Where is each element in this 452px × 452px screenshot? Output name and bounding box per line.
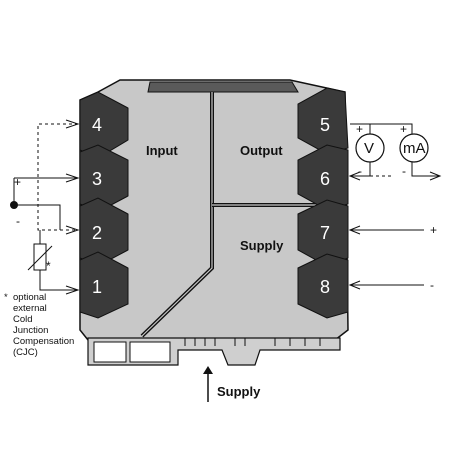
ammeter-minus-sign: - [402,164,406,178]
footnote-line-1: optional [13,292,46,303]
terminal-block-8: 8 [297,253,349,319]
top-rail [147,81,299,93]
supply-label-top: Supply [240,238,284,253]
terminal-block-2: 2 [79,197,129,267]
voltmeter-label: V [364,140,374,157]
terminal-block-4: 4 [79,91,129,159]
footnote-line-4: Junction [13,325,48,336]
supply-plus-sign: + [430,223,437,237]
terminal-block-5: 5 [297,87,349,155]
ammeter-symbol [399,133,429,163]
input-plus-sign: + [14,175,21,189]
thermocouple-junction [10,201,18,209]
cjc-resistor [27,243,53,271]
terminal-block-1: 1 [79,251,129,319]
terminal-number-2: 2 [92,223,102,243]
supply-label-bottom: Supply [217,384,261,399]
voltmeter-symbol [355,133,385,163]
terminal-block-6: 6 [297,144,349,211]
supply-minus-sign: - [430,278,434,292]
voltmeter-minus-sign: - [358,164,362,178]
supply-arrow-bottom [203,366,213,402]
terminal-block-7: 7 [297,199,349,267]
clip-slot-right [129,341,171,363]
terminal-number-8: 8 [320,277,330,297]
input-minus-sign: - [16,214,20,228]
supply-wiring [348,225,424,290]
ammeter-label: mA [403,140,426,157]
footnote-star: * [4,292,8,303]
footnote-line-5: Compensation [13,336,74,347]
terminal-block-3: 3 [79,144,129,213]
base-teeth [184,338,321,346]
terminal-number-1: 1 [92,277,102,297]
divider-input-output-inner [141,92,213,337]
footnote-line-3: Cold [13,314,33,325]
terminal-number-7: 7 [320,223,330,243]
terminal-number-4: 4 [92,115,102,135]
output-label: Output [240,143,283,158]
ammeter-plus-sign: + [400,122,407,136]
input-label: Input [146,143,178,158]
voltmeter-plus-sign: + [356,122,363,136]
output-wiring [348,123,442,181]
cjc-marker: * [46,259,51,273]
footnote-line-6: (CJC) [13,347,38,358]
footnote-line-2: external [13,303,47,314]
terminal-number-6: 6 [320,169,330,189]
clip-slot-left [93,341,127,363]
terminal-number-5: 5 [320,115,330,135]
terminal-number-3: 3 [92,169,102,189]
